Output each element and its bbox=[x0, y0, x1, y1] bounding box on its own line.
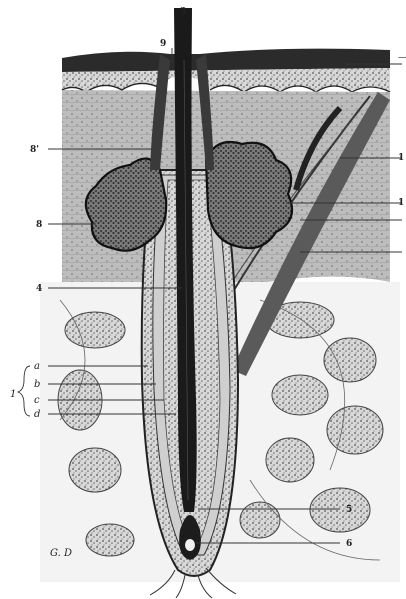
label-b: b bbox=[34, 379, 40, 390]
label-8: 8 bbox=[36, 220, 42, 230]
label-right-2: 1 bbox=[398, 153, 404, 163]
label-group-1: 1 bbox=[10, 389, 16, 400]
label-right-top: — bbox=[398, 53, 406, 63]
label-4: 4 bbox=[36, 284, 42, 294]
label-9: 9 bbox=[160, 39, 166, 49]
label-d: d bbox=[34, 409, 40, 420]
label-5: 5 bbox=[346, 505, 352, 515]
label-right-1: 1 bbox=[398, 198, 404, 208]
label-3-top: 3 bbox=[180, 7, 186, 17]
epidermis bbox=[62, 49, 390, 92]
label-8-prime: 8' bbox=[30, 145, 39, 155]
signature: G. D bbox=[50, 548, 72, 559]
label-a: a bbox=[34, 361, 40, 372]
label-6: 6 bbox=[346, 539, 352, 549]
label-c: c bbox=[34, 395, 40, 406]
